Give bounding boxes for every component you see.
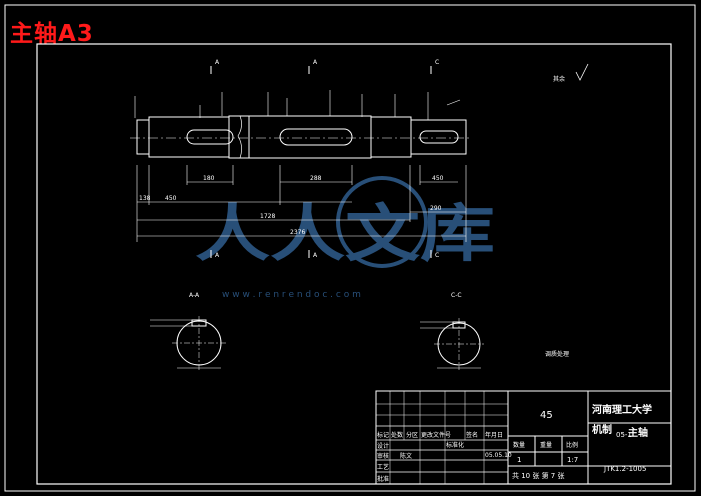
- dim-450-b: 450: [432, 175, 444, 182]
- tb-header-change-doc: 更改文件号: [421, 431, 451, 439]
- section-label-c-top: C: [435, 59, 439, 66]
- section-label-a-top: A: [215, 59, 220, 66]
- section-label-a-top-2: A: [313, 59, 318, 66]
- dim-180: 180: [203, 175, 215, 182]
- tb-scale: 1:7: [567, 456, 578, 464]
- outer-frame: [4, 4, 696, 492]
- watermark: 人人文库 w w w . r e n r e n d o c . c o m: [195, 176, 495, 300]
- tb-date: 05.05.10: [485, 452, 512, 459]
- section-markers: [210, 66, 432, 258]
- tb-header-zone: 分区: [406, 431, 418, 439]
- section-label-a-bottom: A: [215, 252, 220, 259]
- tb-checker-label: 审核: [377, 452, 389, 460]
- roughness-symbol: [575, 63, 589, 81]
- section-a-title: A-A: [189, 292, 200, 299]
- section-c-view: [420, 318, 484, 370]
- drawing-title: 主轴A3: [10, 21, 94, 47]
- section-label-c-bottom: C: [435, 252, 439, 259]
- watermark-logo-text: 人人文库: [195, 197, 495, 270]
- tb-part-prefix: 机制: [592, 423, 612, 436]
- tb-designer-label: 设计: [377, 442, 389, 450]
- tb-approver-label: 批准: [377, 475, 389, 483]
- diameter-leaders: [134, 90, 461, 120]
- tb-header-mark: 标记: [377, 431, 389, 439]
- tb-qty-label: 数量: [513, 441, 525, 449]
- title-block: [375, 390, 672, 485]
- dim-138: 138: [139, 195, 151, 202]
- tb-header-date: 年月日: [485, 431, 503, 439]
- heat-treatment-note: 调质处理: [545, 350, 569, 358]
- dim-1728: 1728: [260, 213, 275, 220]
- section-a-view: [150, 316, 226, 370]
- tb-process-label: 工艺: [377, 463, 389, 471]
- roughness-note: 其余: [553, 75, 565, 83]
- tb-class: 05-1: [616, 431, 632, 439]
- inner-frame: [36, 43, 672, 485]
- tb-std-label: 标准化: [446, 441, 464, 449]
- tb-material: 45: [540, 410, 553, 421]
- dim-290: 290: [430, 205, 442, 212]
- dim-450-a: 450: [165, 195, 177, 202]
- tb-university: 河南理工大学: [592, 403, 652, 416]
- shaft-view: [130, 115, 470, 159]
- tb-part-name: 主轴: [628, 426, 648, 439]
- dim-288: 288: [310, 175, 322, 182]
- tb-designer: 陈文: [400, 452, 412, 460]
- tb-weight-label: 重量: [540, 441, 552, 449]
- section-c-title: C-C: [451, 292, 462, 299]
- tb-sheets: 共 10 张 第 7 张: [512, 471, 565, 480]
- tb-drawing-no: JTK1.2-1005: [603, 465, 646, 473]
- watermark-url: w w w . r e n r e n d o c . c o m: [222, 290, 361, 300]
- dimension-lines: [136, 165, 467, 242]
- tb-qty: 1: [517, 456, 521, 464]
- dim-2376: 2376: [290, 229, 305, 236]
- tb-scale-label: 比例: [566, 441, 578, 449]
- section-label-a-bottom-2: A: [313, 252, 318, 259]
- tb-header-signature: 签名: [466, 431, 478, 439]
- tb-header-count: 处数: [391, 431, 403, 439]
